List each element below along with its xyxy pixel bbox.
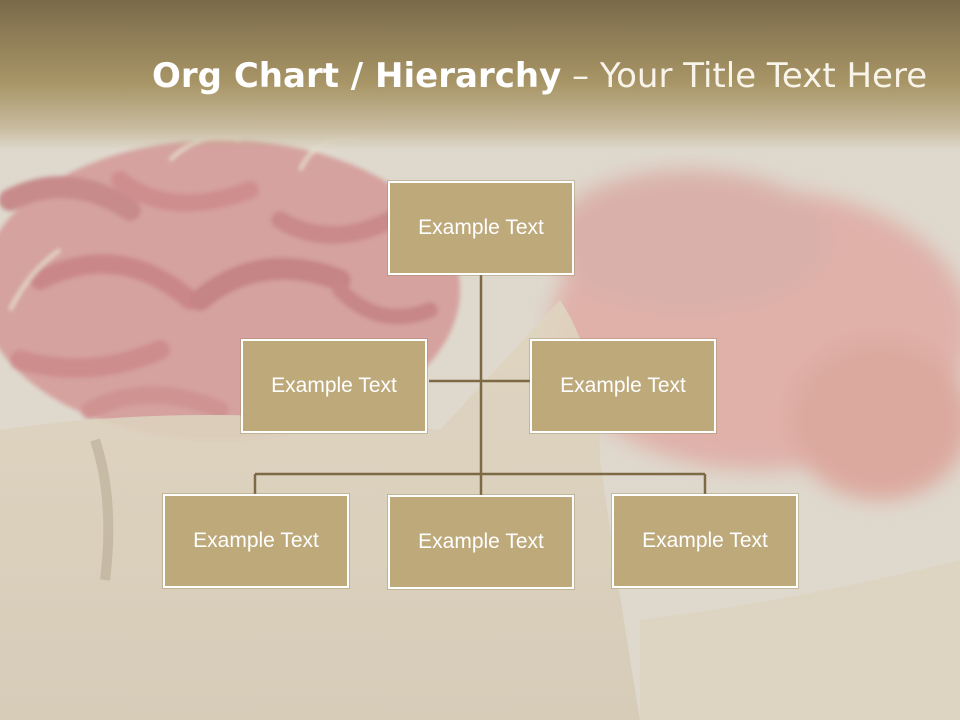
org-node-root[interactable]: Example Text xyxy=(388,181,574,275)
org-node-child-2[interactable]: Example Text xyxy=(388,495,574,589)
org-node-assistant-left[interactable]: Example Text xyxy=(241,339,427,433)
org-node-assistant-right[interactable]: Example Text xyxy=(530,339,716,433)
title-rest-text: Your Title Text Here xyxy=(599,56,928,96)
org-node-child-1[interactable]: Example Text xyxy=(163,494,349,588)
title-separator: – xyxy=(561,56,600,96)
title-bar xyxy=(0,0,960,150)
slide-title: Org Chart / Hierarchy – Your Title Text … xyxy=(152,52,927,100)
title-bold-text: Org Chart / Hierarchy xyxy=(152,56,562,96)
org-node-child-3[interactable]: Example Text xyxy=(612,494,798,588)
